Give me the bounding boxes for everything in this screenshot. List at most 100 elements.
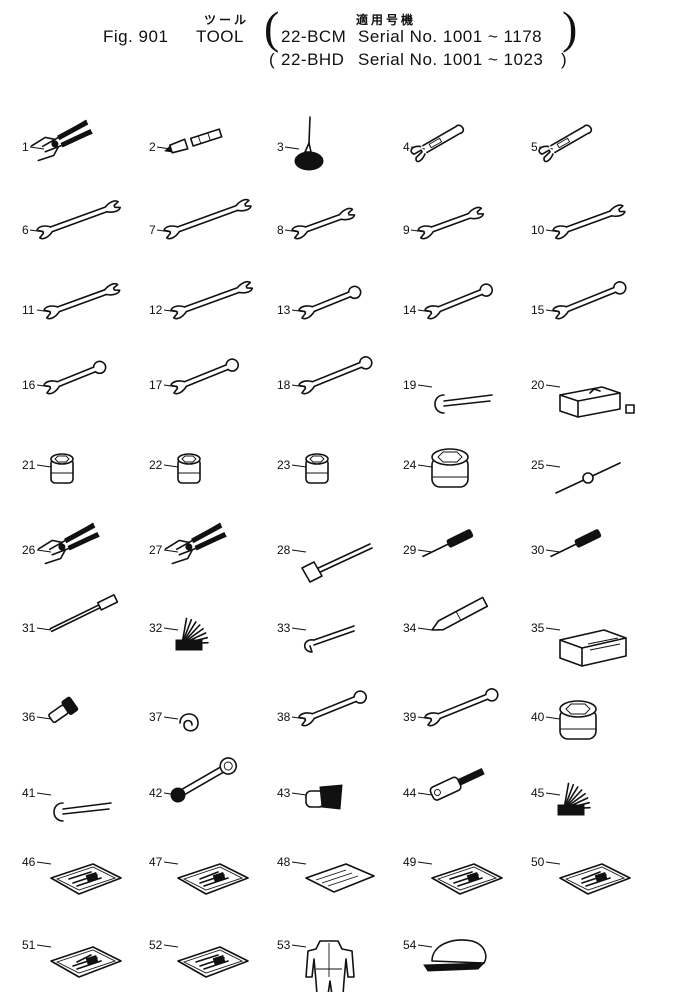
tool-box-icon <box>559 386 635 418</box>
hook-spanner-icon <box>53 802 112 822</box>
leader-line <box>545 384 561 388</box>
feeler-gauge-icon <box>175 617 209 651</box>
leader-line <box>417 944 433 948</box>
screwdriver-icon <box>550 529 602 558</box>
leader-line <box>291 861 307 865</box>
adjustable-wrench-icon <box>410 124 465 163</box>
part-number-label: 53 <box>277 938 291 952</box>
spring-icon <box>179 713 199 732</box>
leader-line <box>417 861 433 865</box>
part-number-label: 40 <box>531 710 545 724</box>
tool-case-icon <box>559 629 627 667</box>
bracket-right: ) <box>562 2 578 53</box>
paren-close-2: ) <box>561 50 568 69</box>
part-number-label: 42 <box>149 786 163 800</box>
cap-icon <box>423 939 487 972</box>
grease-fitting-icon <box>164 128 223 154</box>
leader-line <box>545 716 561 720</box>
manual-icon <box>50 946 122 978</box>
figure-title: TOOL <box>196 27 244 46</box>
wrench-icon <box>43 360 107 395</box>
oil-can-icon <box>294 116 324 171</box>
screwdriver-icon <box>422 529 474 558</box>
leader-line <box>417 384 433 388</box>
manual-icon <box>431 863 503 895</box>
double-wrench-icon <box>552 204 626 240</box>
leader-line <box>417 792 433 796</box>
part-number-label: 26 <box>22 543 36 557</box>
part-number-label: 38 <box>277 710 291 724</box>
part-number-label: 36 <box>22 710 36 724</box>
chisel-icon <box>431 596 489 631</box>
leader-line <box>163 861 179 865</box>
socket-icon <box>50 453 74 484</box>
leader-line <box>545 464 561 468</box>
part-number-label: 2 <box>149 140 156 154</box>
part-number-label: 45 <box>531 786 545 800</box>
part-number-label: 39 <box>403 710 417 724</box>
socket-icon <box>177 453 201 484</box>
hook-spanner-icon <box>434 394 493 414</box>
header-jp-applicable: 適用号機 <box>356 13 417 27</box>
part-number-label: 33 <box>277 621 291 635</box>
part-number-label: 10 <box>531 223 545 237</box>
cloth-icon <box>305 863 375 893</box>
wrench-icon <box>298 285 362 320</box>
leader-line <box>417 464 433 468</box>
part-number-label: 5 <box>531 140 538 154</box>
leader-line <box>163 627 179 631</box>
pliers-icon <box>37 522 100 565</box>
part-number-label: 13 <box>277 303 291 317</box>
part-number-label: 21 <box>22 458 36 472</box>
serial-range-22bcm: Serial No. 1001 ~ 1178 <box>358 27 543 46</box>
leader-line <box>291 792 307 796</box>
pliers-icon <box>30 119 93 162</box>
part-number-label: 23 <box>277 458 291 472</box>
part-number-label: 4 <box>403 140 410 154</box>
wrench-icon <box>170 358 239 395</box>
header-jp-tool: ツール <box>204 13 250 27</box>
part-number-label: 35 <box>531 621 545 635</box>
part-number-label: 28 <box>277 543 291 557</box>
part-number-label: 22 <box>149 458 163 472</box>
double-wrench-icon <box>36 200 122 240</box>
part-number-label: 25 <box>531 458 545 472</box>
manual-icon <box>559 863 631 895</box>
large-socket-icon <box>431 448 469 488</box>
part-number-label: 17 <box>149 378 163 392</box>
feeler-gauge-icon <box>557 782 591 816</box>
wrench-icon <box>424 688 499 727</box>
leader-line <box>163 549 179 553</box>
leader-line <box>29 146 45 150</box>
part-number-label: 24 <box>403 458 417 472</box>
part-number-label: 34 <box>403 621 417 635</box>
adjustable-wrench-icon <box>538 124 593 163</box>
hook-wrench-icon <box>303 625 355 653</box>
part-number-label: 12 <box>149 303 163 317</box>
part-number-label: 29 <box>403 543 417 557</box>
part-number-label: 44 <box>403 786 417 800</box>
leader-line <box>284 146 300 150</box>
part-number-label: 54 <box>403 938 417 952</box>
double-wrench-icon <box>163 198 252 240</box>
bar-icon <box>49 594 119 633</box>
manual-icon <box>177 863 249 895</box>
wrench-icon <box>552 281 627 320</box>
leader-line <box>417 627 433 631</box>
wrench-icon <box>424 283 493 320</box>
part-number-label: 19 <box>403 378 417 392</box>
part-number-label: 41 <box>22 786 36 800</box>
box-wrench-icon <box>170 757 238 803</box>
part-number-label: 9 <box>403 223 410 237</box>
model-22bhd: 22-BHD <box>281 50 345 69</box>
part-number-label: 27 <box>149 543 163 557</box>
leader-line <box>291 944 307 948</box>
figure-number: Fig. 901 <box>103 27 169 46</box>
leader-line <box>545 861 561 865</box>
hammer-icon <box>301 543 373 583</box>
model-22bcm: 22-BCM <box>281 27 347 46</box>
part-number-label: 32 <box>149 621 163 635</box>
leader-line <box>163 944 179 948</box>
